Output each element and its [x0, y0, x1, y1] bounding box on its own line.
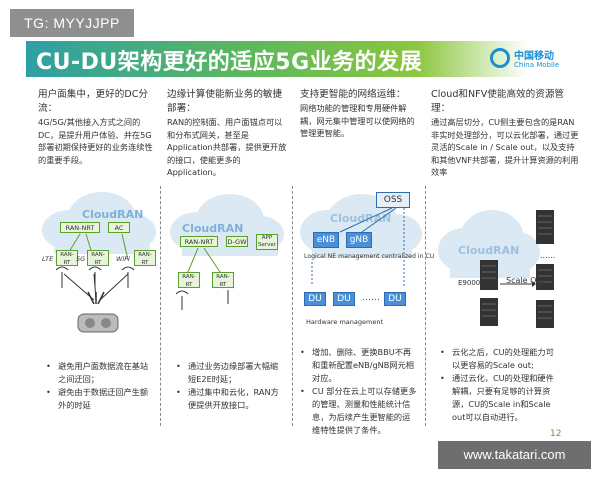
- cloud-label: CloudRAN: [82, 208, 144, 221]
- du-box: DU: [333, 292, 355, 306]
- column-1-bullets: •避免用户面数据流在基站之间迂回； •避免由于数据迂回产生额外的时延: [46, 360, 156, 412]
- svg-text:......: ......: [540, 251, 555, 260]
- bullet-item: •避免由于数据迂回产生额外的时延: [46, 387, 149, 410]
- column-4-heading: Cloud和NFV使能高效的资源管理：: [431, 89, 565, 114]
- title-banner: CU-DU架构更好的适应5G业务的发展 中国移动 China Mobile: [26, 41, 584, 77]
- watermark-bottom: www.takatari.com: [438, 441, 591, 469]
- gnb-box: gNB: [346, 232, 372, 248]
- cloud-icon: [438, 210, 540, 278]
- cloud-label: CloudRAN: [458, 244, 520, 257]
- china-mobile-logo: 中国移动 China Mobile: [490, 44, 576, 74]
- column-4-text: Cloud和NFV使能高效的资源管理： 通过高层切分，CU侧主要包含的是RAN非…: [431, 88, 579, 179]
- ran-rt-box: RAN-RT: [87, 250, 109, 266]
- ran-nrt-box: RAN-NRT: [180, 236, 218, 247]
- ran-rt-box: RAN-RT: [212, 272, 234, 288]
- column-4-bullets: •云化之后，CU的处理能力可以更容易的Scale out; •通过云化，CU的处…: [440, 346, 558, 424]
- ran-nrt-box: RAN-NRT: [60, 222, 100, 233]
- bullet-item: •增加、删除、更换BBU不再和重新配置eNB/gNB网元相对应。: [300, 347, 414, 383]
- column-3-bullets: •增加、删除、更换BBU不再和重新配置eNB/gNB网元相对应。 •CU 部分在…: [300, 346, 418, 437]
- bullet-item: •CU 部分在云上可以存储更多的管理、测量和性能统计信息，为后续产生更智能的运维…: [300, 386, 417, 435]
- bullet-text: 增加、删除、更换BBU不再和重新配置eNB/gNB网元相对应。: [312, 347, 414, 383]
- wifi-label: WiFi: [116, 255, 130, 263]
- logo-cn-text: 中国移动: [514, 51, 554, 62]
- ac-box: AC: [108, 222, 130, 233]
- oss-box: OSS: [376, 192, 410, 208]
- du-box: DU: [384, 292, 406, 306]
- column-2-text: 边缘计算使能新业务的敏捷部署： RAN的控制面、用户面锚点可以和分布式网关，甚至…: [167, 88, 287, 179]
- du-box: DU: [304, 292, 326, 306]
- watermark-top: TG: MYYJJPP: [10, 9, 134, 37]
- 5g-label: 5G: [76, 255, 86, 263]
- e9000-label: E9000: [458, 279, 481, 287]
- cloud-label: CloudRAN: [182, 222, 244, 235]
- ran-rt-box: RAN-RT: [134, 250, 156, 266]
- page-number: 12: [550, 429, 562, 439]
- bullet-text: CU 部分在云上可以存储更多的管理、测量和性能统计信息，为后续产生更智能的运维特…: [312, 386, 417, 435]
- column-2-bullets: •通过业务边缘部署大幅缩短E2E时延； •通过集中和云化，RAN方便提供开放接口…: [176, 360, 286, 412]
- column-1-body: 4G/5G/其他接入方式之间的DC，是提升用户体验、并在5G部署初期保持更好的业…: [38, 117, 153, 165]
- column-1-heading: 用户面集中，更好的DC分流：: [38, 89, 149, 114]
- hardware-management-label: Hardware management: [306, 318, 383, 326]
- page-title: CU-DU架构更好的适应5G业务的发展: [36, 50, 423, 75]
- ran-rt-box: RAN-RT: [56, 250, 78, 266]
- antennas-and-vr-headset-icon: [55, 266, 135, 333]
- column-3-heading: 支持更智能的网络运维：: [300, 89, 406, 100]
- china-mobile-logo-icon: [490, 48, 510, 68]
- bullet-item: •通过集中和云化，RAN方便提供开放接口。: [176, 387, 279, 410]
- column-separator: [425, 186, 426, 426]
- lte-label: LTE: [42, 255, 54, 263]
- app-server-box: APP Server: [256, 234, 278, 250]
- bullet-text: 避免用户面数据流在基站之间迂回；: [58, 361, 149, 384]
- bullet-text: 通过业务边缘部署大幅缩短E2E时延；: [188, 361, 279, 384]
- column-3-body: 网络功能的管理和专用硬件解耦，网元集中管理可以使网络的管理更智能。: [300, 103, 415, 138]
- bullet-item: •避免用户面数据流在基站之间迂回；: [46, 361, 149, 384]
- dgw-box: D-GW: [226, 236, 248, 247]
- column-1-text: 用户面集中，更好的DC分流： 4G/5G/其他接入方式之间的DC，是提升用户体验…: [38, 88, 156, 166]
- bullet-item: •通过业务边缘部署大幅缩短E2E时延；: [176, 361, 279, 384]
- logo-en-text: China Mobile: [514, 61, 560, 69]
- bullet-text: 云化之后，CU的处理能力可以更容易的Scale out;: [452, 347, 554, 370]
- ellipsis: ……: [362, 293, 380, 303]
- column-separator: [292, 186, 293, 426]
- column-2-body: RAN的控制面、用户面锚点可以和分布式网关，甚至是Application共部署，…: [167, 117, 287, 177]
- bullet-item: •云化之后，CU的处理能力可以更容易的Scale out;: [440, 347, 554, 370]
- bullet-item: •通过云化，CU的处理和硬件解耦，只要有足够的计算资源，CU的Scale in和…: [440, 373, 554, 422]
- management-links-icon: [311, 207, 405, 286]
- ran-rt-box: RAN-RT: [178, 272, 200, 288]
- column-3-text: 支持更智能的网络运维： 网络功能的管理和专用硬件解耦，网元集中管理可以使网络的管…: [300, 88, 418, 140]
- bullet-text: 避免由于数据迂回产生额外的时延: [58, 387, 149, 410]
- column-4-body: 通过高层切分，CU侧主要包含的是RAN非实时处理部分，可以云化部署，通过更灵活的…: [431, 117, 579, 177]
- enb-box: eNB: [313, 232, 339, 248]
- scale-out-label: Scale Out: [506, 276, 545, 285]
- bullet-text: 通过云化，CU的处理和硬件解耦，只要有足够的计算资源，CU的Scale in和S…: [452, 373, 554, 422]
- column-separator: [160, 186, 161, 426]
- ne-management-label: Logical NE management centralized in CU: [304, 253, 435, 260]
- column-2-heading: 边缘计算使能新业务的敏捷部署：: [167, 89, 283, 114]
- server-racks-icon: ......: [480, 210, 555, 328]
- bullet-text: 通过集中和云化，RAN方便提供开放接口。: [188, 387, 279, 410]
